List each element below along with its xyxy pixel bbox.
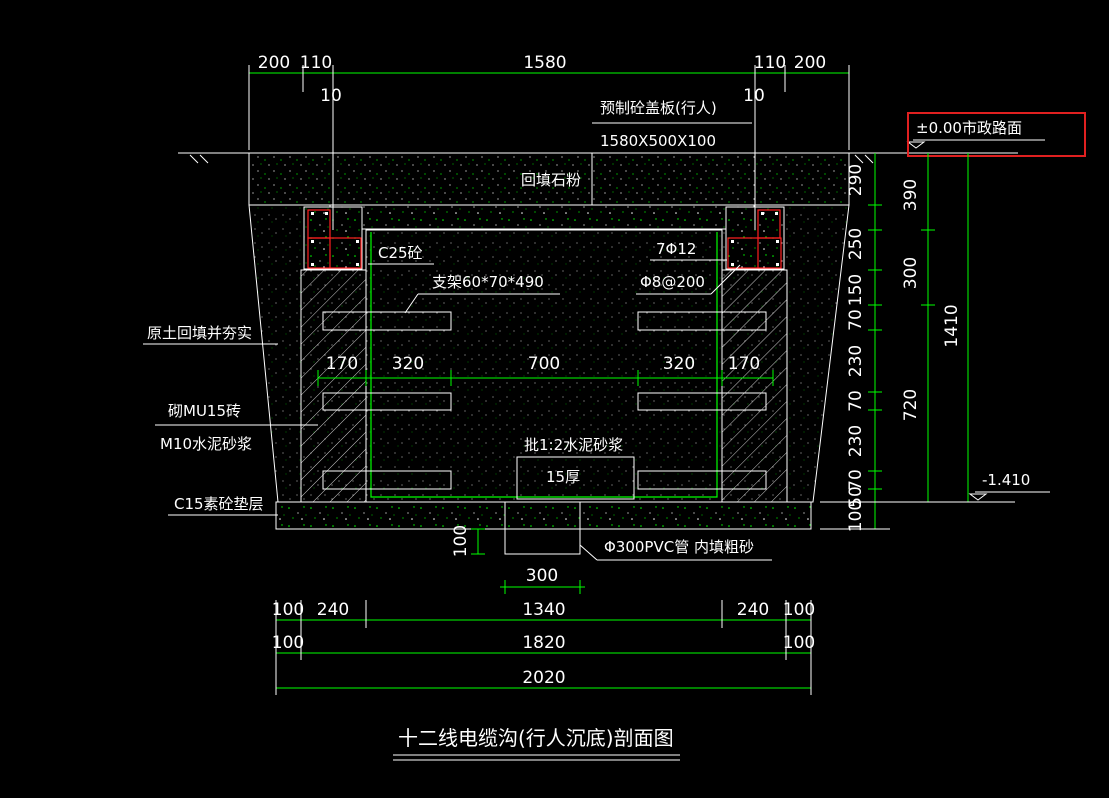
plaster-thickness-label: 15厚: [546, 468, 580, 486]
trench-body: [248, 152, 850, 555]
rebar-dots: [311, 212, 779, 266]
dim-text: 240: [317, 600, 349, 620]
dim-text: 10: [320, 86, 342, 106]
dim-text: 100: [783, 600, 815, 620]
dim-text: 100: [451, 525, 471, 557]
elevation-bottom-label: -1.410: [982, 471, 1030, 489]
dim-text: 10: [743, 86, 765, 106]
dim-text: 720: [901, 389, 921, 421]
dim-text: 100: [272, 600, 304, 620]
dim-text: 700: [528, 354, 560, 374]
bracket: [322, 311, 452, 331]
dim-text: 70: [846, 309, 866, 331]
dim-text: 100: [272, 633, 304, 653]
bracket: [322, 392, 452, 411]
top-dimension-chain: 200 110 10 1580 110 10 200: [248, 53, 850, 230]
dim-text: 320: [663, 354, 695, 374]
backfill-stone-label: 回填石粉: [521, 171, 581, 189]
dim-text: 170: [728, 354, 760, 374]
dim-text: 230: [846, 345, 866, 377]
ground-lines: [178, 152, 1018, 164]
top-labels: 预制砼盖板(行人) 1580X500X100 ±0.00市政路面 回填石粉: [521, 99, 1086, 189]
inner-dimension-chain: 170 320 700 320 170: [317, 354, 774, 386]
dim-text: 230: [846, 425, 866, 457]
dim-text: 100: [846, 500, 866, 532]
cover-size-label: 1580X500X100: [600, 132, 716, 150]
pipe-annotation: 100 300 Φ300PVC管 内填粗砂: [451, 525, 772, 594]
drawing-title: 十二线电缆沟(行人沉底)剖面图: [393, 726, 680, 761]
dim-text: 110: [300, 53, 332, 73]
dim-text: 300: [901, 257, 921, 289]
bracket: [637, 392, 767, 411]
dim-text: 2020: [522, 668, 565, 688]
dim-text: 50: [846, 486, 866, 508]
dim-text: 100: [783, 633, 815, 653]
soil-backfill-label: 原土回填并夯实: [147, 324, 252, 342]
bottom-dimension-chain: 100 240 1340 240 100 100 1820 100 2020: [272, 600, 815, 695]
dim-text: 70: [846, 390, 866, 412]
cushion-label: C15素砼垫层: [174, 495, 264, 513]
rebar-stirrup-label: Φ8@200: [640, 273, 705, 291]
dim-text: 70: [846, 469, 866, 491]
drawing-title-text: 十二线电缆沟(行人沉底)剖面图: [398, 726, 674, 750]
bracket-label: 支架60*70*490: [432, 273, 544, 291]
dim-text: 320: [392, 354, 424, 374]
dim-text: 1340: [522, 600, 565, 620]
cover-title-label: 预制砼盖板(行人): [600, 99, 717, 117]
dim-text: 1820: [522, 633, 565, 653]
c15-cushion-layer: [275, 501, 812, 530]
dim-text: 290: [846, 164, 866, 196]
dim-text: 110: [754, 53, 786, 73]
dim-text: 390: [901, 179, 921, 211]
mortar-label: M10水泥砂浆: [160, 435, 252, 453]
dim-text: 200: [258, 53, 290, 73]
bracket: [322, 470, 452, 490]
dim-text: 250: [846, 228, 866, 260]
left-annotations: 原土回填并夯实 砌MU15砖 M10水泥砂浆 C15素砼垫层: [143, 324, 318, 516]
pvc-label: Φ300PVC管 内填粗砂: [604, 538, 754, 556]
right-rebar-cage: [727, 209, 782, 269]
plaster-label: 批1:2水泥砂浆: [524, 436, 623, 454]
cable-brackets: [322, 311, 767, 490]
rebar-main-label: 7Φ12: [656, 240, 696, 258]
inner-annotations: C25砼 7Φ12 Φ8@200 支架60*70*490 批1:2水泥砂浆 15…: [368, 240, 741, 500]
bracket: [637, 470, 767, 490]
c25-label: C25砼: [378, 244, 423, 262]
plaster-lining: [370, 232, 718, 498]
brick-label: 砌MU15砖: [168, 402, 241, 420]
dim-text: 300: [526, 566, 558, 586]
cover-slab: [329, 204, 755, 230]
dim-text: 240: [737, 600, 769, 620]
backfill-stone-layer: [248, 152, 850, 206]
elevation-top-label: ±0.00市政路面: [916, 119, 1022, 137]
right-brick-wall: [721, 269, 788, 503]
dim-text: 170: [326, 354, 358, 374]
dim-text: 1410: [942, 304, 962, 347]
bracket: [637, 311, 767, 331]
dim-text: 1580: [523, 53, 566, 73]
dim-text: 200: [794, 53, 826, 73]
right-dimension-chain: 290 250 150 70 230 70 230 70 50 100 390 …: [820, 153, 1050, 532]
dim-text: 150: [846, 274, 866, 306]
left-brick-wall: [300, 269, 367, 503]
pvc-pipe: [504, 501, 581, 555]
left-rebar-cage: [307, 209, 362, 269]
highlight-box: [907, 112, 1086, 157]
